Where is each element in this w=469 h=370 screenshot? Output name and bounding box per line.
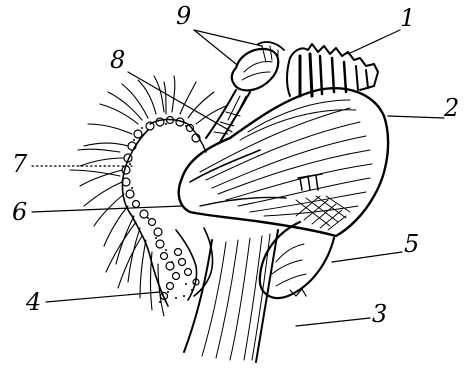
radiating-fibers: [70, 76, 226, 316]
stipple-dots: [129, 123, 193, 303]
label-6: 6: [12, 200, 27, 224]
leader-2: [388, 116, 444, 118]
leader-5: [332, 252, 402, 262]
label-1: 1: [400, 6, 415, 30]
label-4: 4: [26, 290, 41, 314]
label-5: 5: [404, 232, 419, 256]
leader-6: [32, 206, 182, 212]
structure-9-bodies: [232, 42, 284, 90]
leader-1: [348, 30, 400, 54]
label-8: 8: [110, 48, 125, 72]
structure-3-cord: [184, 230, 278, 362]
label-9: 9: [176, 4, 191, 28]
label-2: 2: [444, 96, 459, 120]
structure-2-band: [179, 88, 388, 236]
leader-8: [128, 72, 232, 132]
leader-4: [46, 292, 160, 302]
leader-3: [296, 318, 370, 326]
label-7: 7: [12, 152, 27, 176]
structure-8-stalk: [206, 90, 250, 142]
label-3: 3: [372, 302, 387, 326]
